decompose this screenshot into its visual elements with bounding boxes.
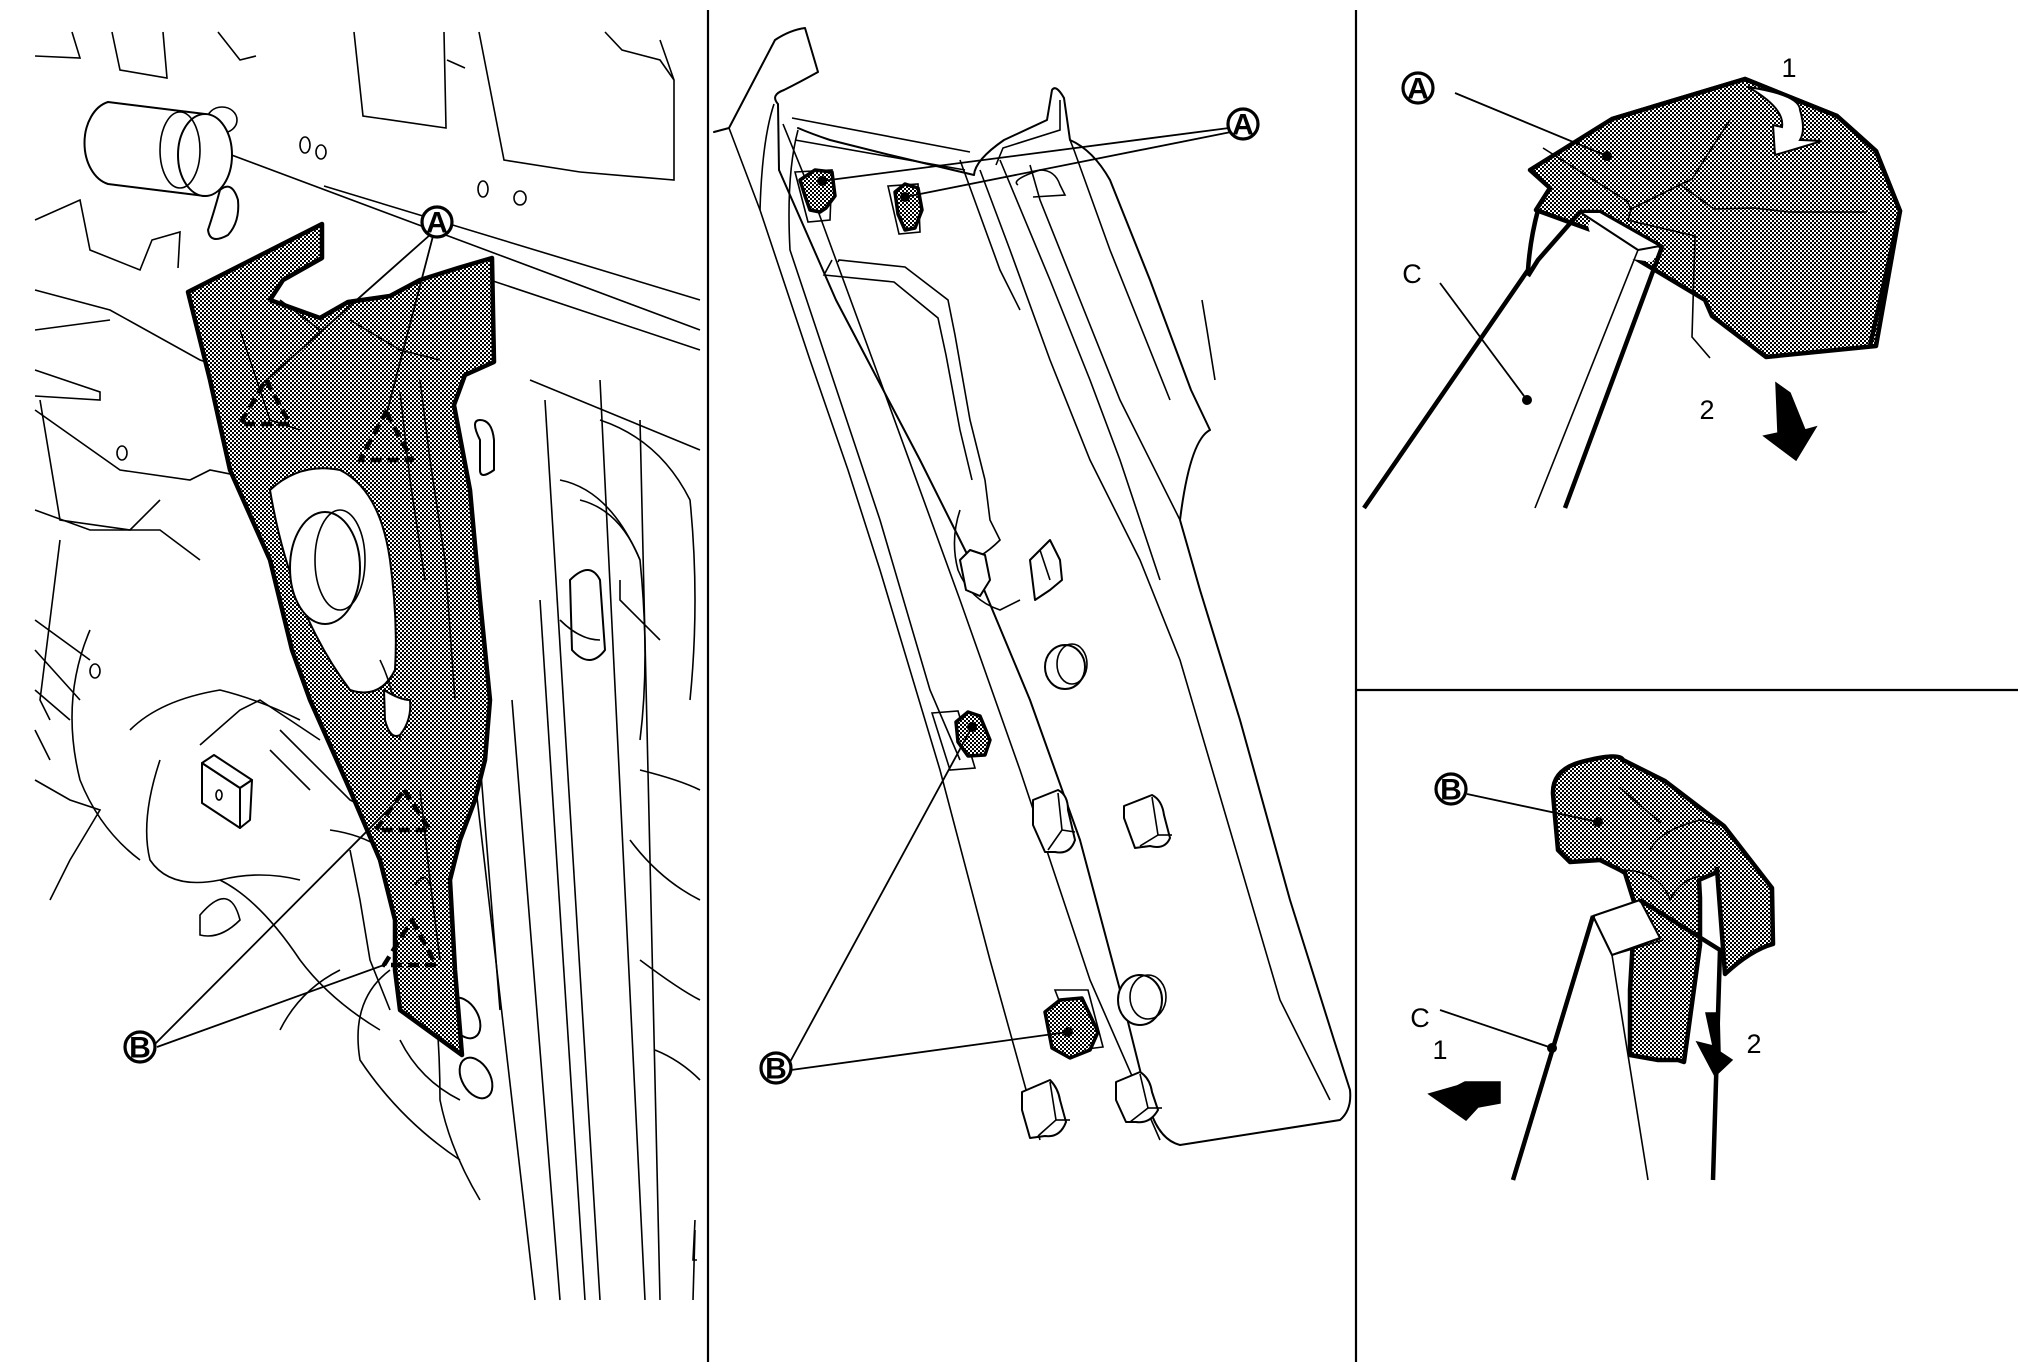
- step-1-label: 1: [1781, 53, 1796, 83]
- trim-panel-hatched: [185, 221, 497, 1058]
- panel-dividers: [706, 10, 2018, 1362]
- callout-label: B: [1440, 774, 1462, 807]
- triangle-marker-b2: [381, 917, 439, 968]
- callout-label: A: [1407, 73, 1429, 106]
- clip-a-mounts: [793, 168, 924, 235]
- rotate-arrow-icon: [1747, 86, 1823, 157]
- clip-b-body: [1550, 754, 1776, 1065]
- clip-location-markers: [237, 377, 439, 968]
- callout-a-panel2: A: [1226, 107, 1260, 142]
- label-c-clip-a: C: [1402, 259, 1422, 289]
- triangle-marker-a1: [237, 377, 293, 427]
- callout-b-panel2: B: [759, 1051, 793, 1086]
- leader-lines-panel4: [1439, 793, 1603, 1053]
- clip-b-mounts: [930, 710, 1105, 1060]
- callout-b-panel4: B: [1434, 772, 1468, 807]
- panel-clip-b-detail: B C 1 2: [1410, 754, 1776, 1181]
- callout-a-panel3: A: [1401, 71, 1435, 106]
- trim-panel-outline: [713, 27, 1352, 1146]
- triangle-marker-a2: [357, 409, 415, 463]
- body-structure-lines: [34, 31, 701, 1301]
- leader-lines-panel3: [1439, 92, 1612, 405]
- callout-label: B: [129, 1032, 151, 1065]
- leader-lines-panel1: [154, 233, 434, 1048]
- leader-lines-panel2: [789, 127, 1232, 1071]
- triangle-marker-b1: [373, 787, 433, 833]
- callout-label: A: [426, 207, 448, 240]
- label-c-clip-b: C: [1410, 1003, 1430, 1033]
- callout-b-panel1: B: [123, 1030, 157, 1065]
- callout-label: A: [1232, 109, 1254, 142]
- panel-installed-view: A B: [34, 31, 701, 1301]
- callout-label: B: [765, 1053, 787, 1086]
- step-2-label: 2: [1699, 395, 1714, 425]
- step-2-label: 2: [1746, 1029, 1761, 1059]
- pillar-rail: [446, 379, 661, 1301]
- step-1-label: 1: [1432, 1035, 1447, 1065]
- callout-a-panel1: A: [420, 205, 454, 240]
- down-arrow-icon: [1695, 1012, 1734, 1078]
- panel-clip-a-detail: A C 1 2: [1362, 53, 1903, 510]
- panel-back-view: A B: [713, 27, 1352, 1146]
- push-arrow-icon: [1427, 1081, 1501, 1121]
- down-arrow-icon: [1762, 381, 1818, 462]
